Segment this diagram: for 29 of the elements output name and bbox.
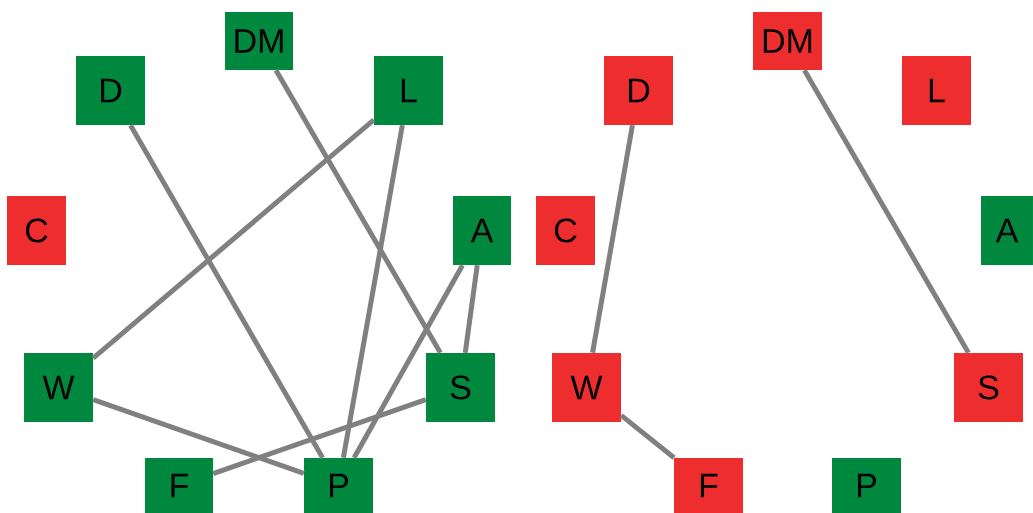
connector-line: [128, 123, 325, 460]
connector-line: [212, 397, 427, 476]
letter-box: S: [426, 353, 495, 422]
connector-line: [590, 124, 635, 354]
connector-line: [351, 263, 465, 459]
letter-box: D: [604, 56, 673, 125]
letter-box: W: [24, 353, 93, 422]
letter-box: W: [552, 353, 621, 422]
letter-box: F: [674, 458, 743, 513]
letter-box: S: [954, 353, 1023, 422]
letter-box: C: [7, 196, 66, 265]
connector-line: [462, 264, 480, 354]
connector-line: [802, 68, 971, 355]
letter-box: P: [304, 458, 373, 513]
letter-box: A: [453, 196, 511, 265]
connector-line: [91, 117, 376, 360]
letter-box: L: [374, 56, 443, 125]
letter-box: F: [145, 458, 213, 513]
letter-box: P: [832, 458, 901, 513]
letter-box: DM: [225, 12, 293, 70]
connector-line: [340, 124, 405, 459]
letter-box: D: [76, 56, 145, 125]
letter-box: L: [902, 56, 971, 125]
letter-box: C: [536, 196, 595, 265]
connector-line: [273, 68, 443, 355]
connector-line: [619, 413, 676, 460]
connector-line: [92, 397, 305, 476]
letter-box: DM: [753, 12, 822, 70]
letter-box: A: [981, 196, 1033, 265]
